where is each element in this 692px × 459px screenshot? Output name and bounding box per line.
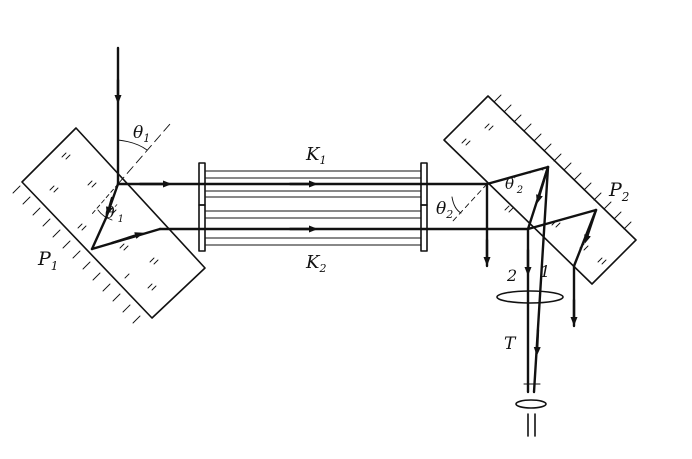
label-theta1: θ1: [133, 123, 150, 145]
label-k2: K2: [305, 252, 326, 275]
refracted-ray-p1-lower: [90, 216, 108, 251]
label-theta1-prime: θ′1: [105, 203, 124, 225]
plate-p1-body: [21, 127, 206, 319]
eyepiece-lens: [515, 399, 547, 409]
label-theta2-prime: θ′2: [505, 174, 523, 196]
beam-1-arrow: [533, 328, 541, 356]
refracted-ray-p1-arrow: [106, 196, 114, 216]
plate-p1-glass-marks: [49, 152, 159, 291]
label-beam-2: 2: [506, 266, 517, 285]
refracted-ray-p2-lower: [526, 208, 598, 231]
objective-lens: [496, 290, 564, 304]
reflect-p2-2-arrow: [584, 208, 598, 244]
plate-p2-back-hatching: [493, 94, 632, 230]
labels: θ1 θ′1 θ2 θ′2 K1 K2 P1 P2 2 1 T: [37, 123, 629, 354]
label-k1: K1: [305, 144, 326, 167]
plate-p2-glass-marks: [461, 123, 607, 265]
light-rays: [90, 46, 598, 394]
label-telescope: T: [504, 334, 517, 354]
reflect-p2-1-arrow: [536, 165, 550, 204]
normal-lines: [91, 123, 544, 223]
refracted-ray-p2-upper: [485, 165, 550, 186]
label-beam-1: 1: [540, 262, 550, 281]
plate-p1: [12, 127, 206, 324]
reflected-ray-p1-arrow: [110, 232, 144, 245]
plate-p1-back-hatching: [12, 185, 141, 324]
label-p2: P2: [608, 179, 629, 204]
label-theta2: θ2: [436, 199, 453, 221]
label-p1: P1: [37, 248, 58, 273]
telescope: [496, 290, 564, 437]
